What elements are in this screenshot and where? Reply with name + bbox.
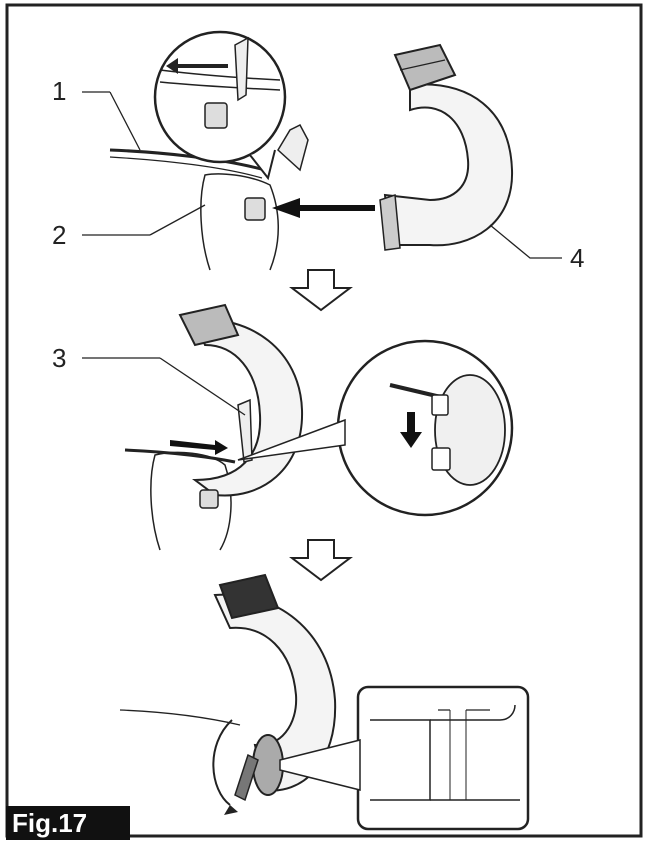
callout-4: 4 xyxy=(570,243,584,273)
rotate-arrow-icon xyxy=(212,719,233,806)
panel-2: 3 xyxy=(52,303,514,551)
figure-frame xyxy=(5,3,643,838)
panel-3 xyxy=(119,573,530,831)
inset-detail xyxy=(356,685,530,831)
detail-circle-1 xyxy=(153,30,287,164)
callout-3: 3 xyxy=(52,343,66,373)
push-arrow-icon xyxy=(166,58,228,74)
cable xyxy=(109,148,266,172)
hose-4 xyxy=(383,83,514,247)
callout-1: 1 xyxy=(52,76,66,106)
callout-2: 2 xyxy=(52,220,66,250)
clip xyxy=(244,197,266,221)
down-arrow-icon xyxy=(289,269,353,312)
panel-1: 1 2 4 xyxy=(52,30,584,273)
insert-arrow-icon xyxy=(272,198,375,218)
down-push-arrow-icon xyxy=(400,412,422,448)
pipe-body-outline xyxy=(200,173,279,271)
figure-label: Fig.17 xyxy=(6,806,130,840)
